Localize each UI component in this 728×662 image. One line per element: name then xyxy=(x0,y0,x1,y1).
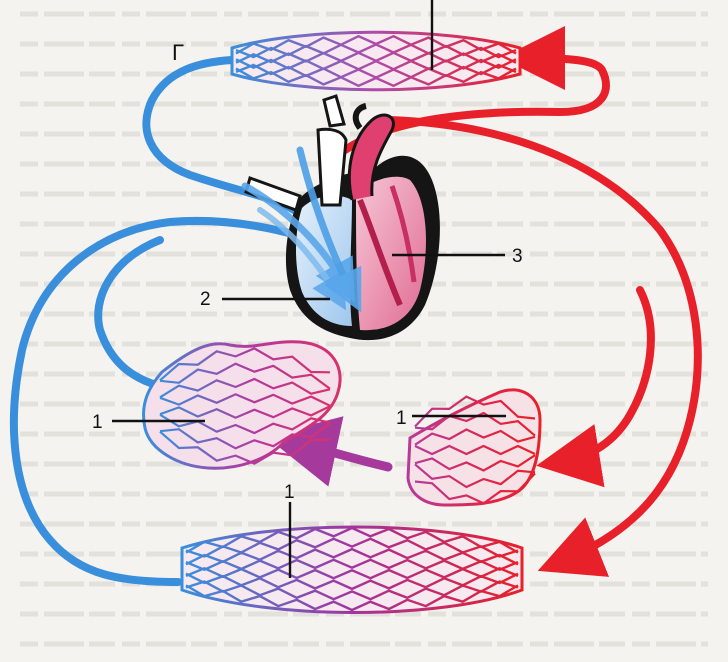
artery-main-descending xyxy=(386,116,702,577)
label-corner-g: Г xyxy=(172,40,184,65)
label-1-middle: 1 xyxy=(396,408,407,429)
capillary-bed-top xyxy=(230,30,522,92)
label-2: 2 xyxy=(200,289,211,310)
portal-flow-arrow xyxy=(265,416,393,487)
heart xyxy=(241,94,440,341)
label-1-left: 1 xyxy=(92,412,103,433)
capillary-bed-bottom xyxy=(180,525,524,614)
background-text-lines xyxy=(20,11,708,647)
artery-to-right-organ xyxy=(536,286,655,488)
label-1-bottom: 1 xyxy=(284,482,295,503)
capillary-bed-left-organ xyxy=(142,340,342,470)
capillary-bed-right-organ xyxy=(406,388,542,507)
vein-left-loop xyxy=(9,216,304,586)
label-3: 3 xyxy=(512,246,523,267)
leader-lines xyxy=(112,0,506,578)
vein-from-left-organ xyxy=(94,236,172,392)
